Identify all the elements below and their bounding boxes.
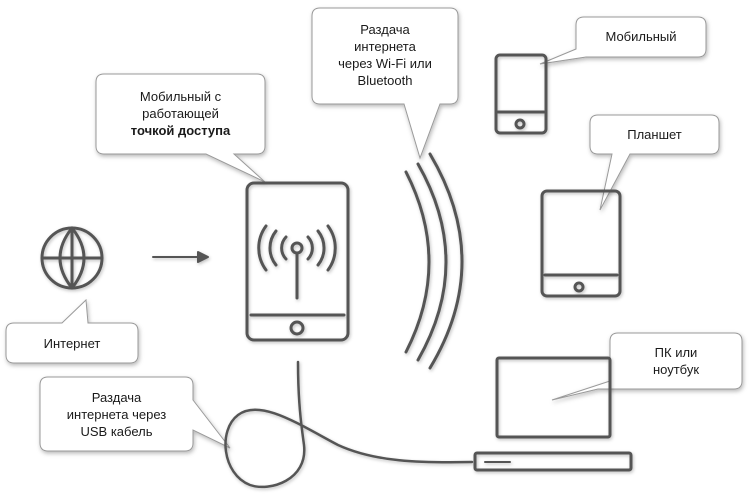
wireless-callout-line3: через Wi-Fi или <box>338 56 432 71</box>
pc-callout-line1: ПК или <box>654 345 698 360</box>
arrow-right-icon <box>152 251 209 263</box>
hotspot-callout-line1: Мобильный с <box>139 89 222 104</box>
tablet-callout-bubble <box>589 114 720 211</box>
mobile-callout-label: Мобильный <box>605 29 677 44</box>
hotspot-callout-text: Мобильный с работающей точкой доступа <box>96 88 265 139</box>
usb-cable-icon <box>224 360 474 489</box>
laptop-icon <box>473 356 633 472</box>
hotspot-phone-icon <box>245 181 350 342</box>
wireless-callout-line4: Bluetooth <box>357 73 413 88</box>
internet-callout-bubble <box>5 298 139 364</box>
wireless-callout-line1: Раздача <box>360 22 410 37</box>
internet-callout-text: Интернет <box>6 335 138 352</box>
pc-callout-text: ПК или ноутбук <box>610 344 742 378</box>
tablet-callout-text: Планшет <box>590 126 719 143</box>
mobile-callout-bubble <box>539 16 707 65</box>
mobile-phone-icon <box>494 53 548 135</box>
pc-callout-line2: ноутбук <box>652 362 700 377</box>
internet-callout-label: Интернет <box>43 336 101 351</box>
hotspot-callout-bubble <box>95 73 266 183</box>
hotspot-callout-line3: точкой доступа <box>130 123 231 138</box>
wireless-callout-text: Раздача интернета через Wi-Fi или Blueto… <box>312 21 458 89</box>
usb-callout-bubble <box>39 376 231 452</box>
usb-callout-line1: Раздача <box>91 390 142 405</box>
pc-callout-bubble <box>551 332 743 401</box>
hotspot-callout-line2: работающей <box>142 106 219 121</box>
tablet-icon <box>540 189 622 298</box>
tablet-callout-label: Планшет <box>627 127 682 142</box>
usb-callout-line2: интернета через <box>66 407 167 422</box>
signal-waves-icon <box>404 152 464 370</box>
wifi-broadcast-icon <box>257 224 337 300</box>
wireless-callout-bubble <box>311 7 459 160</box>
globe-icon <box>40 226 104 290</box>
usb-callout-line3: USB кабель <box>80 424 153 439</box>
wireless-callout-line2: интернета <box>354 39 416 54</box>
usb-callout-text: Раздача интернета через USB кабель <box>40 389 193 440</box>
mobile-callout-text: Мобильный <box>576 28 706 45</box>
